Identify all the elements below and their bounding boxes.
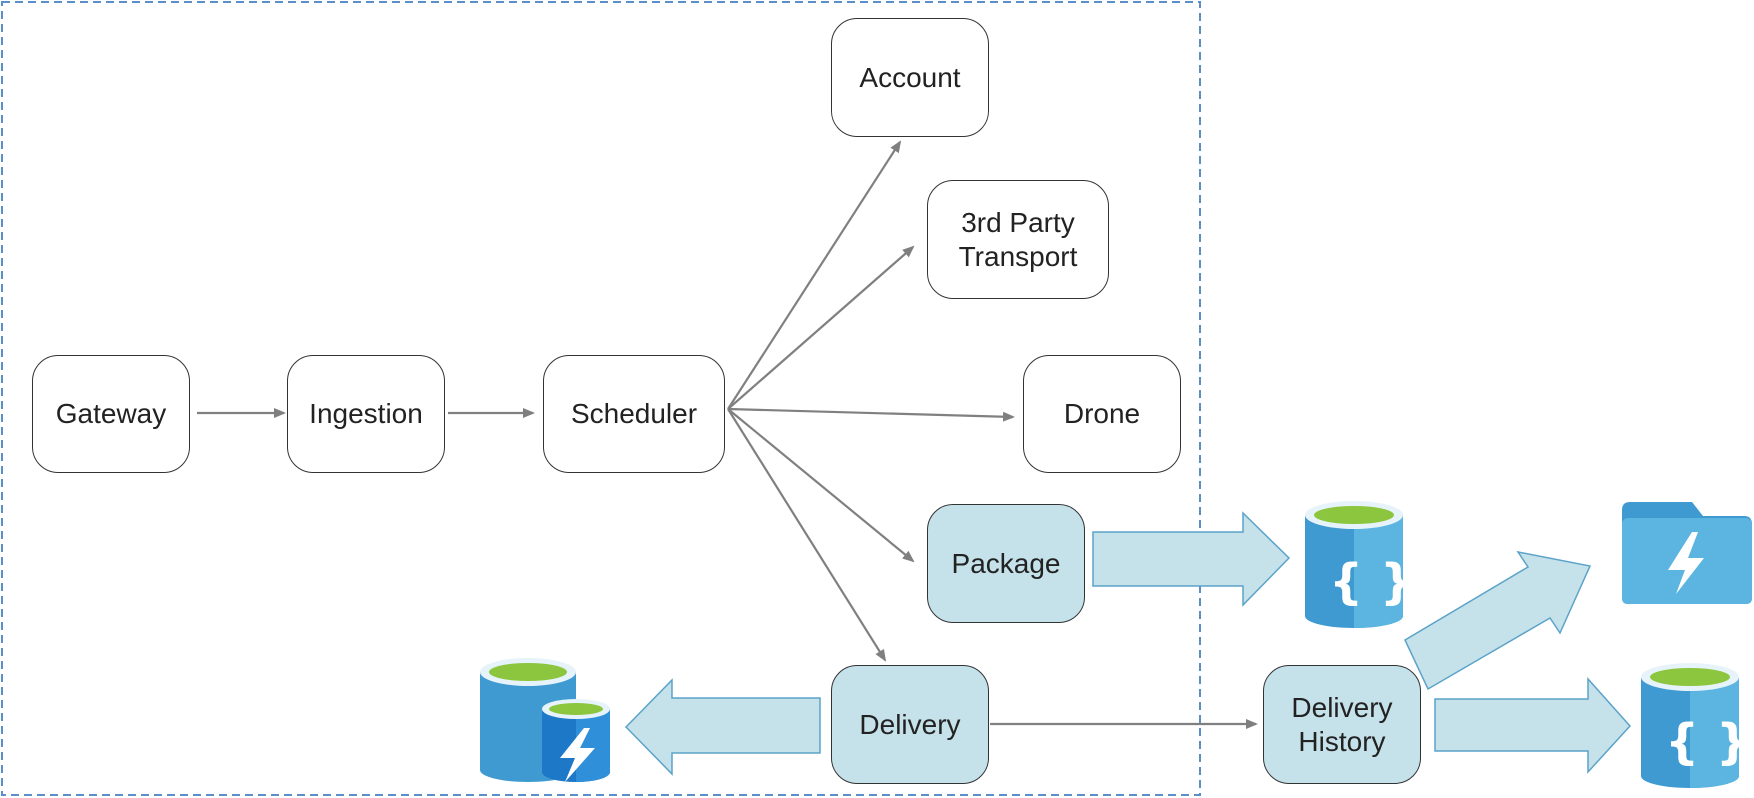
block-arrows [624,511,1632,776]
cosmos-db-icon: { } [1305,501,1414,628]
redis-cache-icon [480,658,610,782]
block-arrow-event-hub [1404,550,1592,691]
node-delivery-history: Delivery History [1263,665,1421,784]
node-package-label: Package [951,547,1061,579]
arrow-scheduler-drone [727,407,1015,422]
node-drone: Drone [1023,355,1181,473]
block-arrow-delivery-cache [624,678,821,776]
node-delivery-history-label: Delivery History [1291,691,1393,757]
svg-text:{ }: { } [1329,554,1414,610]
node-account-label: Account [859,61,961,93]
node-delivery: Delivery [831,665,989,784]
block-arrow-history-store [1434,677,1632,774]
arrow-scheduler-package [727,408,915,563]
connectors [197,140,1258,729]
node-scheduler: Scheduler [543,355,725,473]
node-ingestion-label: Ingestion [309,398,423,430]
node-third-party-transport: 3rd Party Transport [927,180,1109,299]
svg-text:{ }: { } [1665,714,1750,770]
arrow-scheduler-third-party [727,245,915,410]
cosmos-db-icon-history: { } [1641,663,1750,788]
node-gateway-label: Gateway [55,398,167,430]
node-third-party-label: 3rd Party Transport [958,206,1078,272]
node-gateway: Gateway [32,355,190,473]
node-package: Package [927,504,1085,623]
event-hub-icon [1622,502,1752,604]
node-drone-label: Drone [1063,398,1141,430]
cluster-boundary [1,1,1201,796]
node-delivery-label: Delivery [859,708,961,740]
arrow-scheduler-account [727,140,902,410]
arrow-scheduler-delivery [727,408,887,662]
node-account: Account [831,18,989,137]
node-scheduler-label: Scheduler [570,398,698,430]
block-arrow-package-store [1092,511,1291,607]
node-ingestion: Ingestion [287,355,445,473]
